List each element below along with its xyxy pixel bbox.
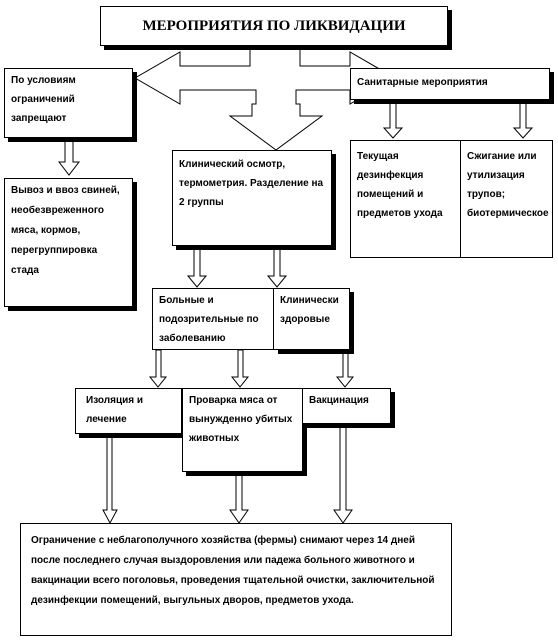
arrow-meat-final <box>229 472 249 524</box>
arrow-center-down-2 <box>266 247 288 288</box>
sick-group-box: Больные и подозрительные по заболеванию <box>152 288 274 350</box>
arrow-healthy-vaccination <box>335 349 355 388</box>
arrow-isolation-final <box>102 434 118 525</box>
carcass-disposal-box: Сжигание или утилизация трупов; биотерми… <box>460 140 553 258</box>
arrow-center-down-1 <box>186 247 208 288</box>
arrow-sick-meat <box>230 349 250 388</box>
arrow-right-down-2 <box>512 102 534 139</box>
clinical-exam-box: Клинический осмотр, термометрия. Разделе… <box>172 150 332 246</box>
isolation-box: Изоляция и лечение <box>75 388 182 434</box>
healthy-group-box: Клинически здоровые <box>274 288 350 350</box>
page-title: МЕРОПРИЯТИЯ ПО ЛИКВИДАЦИИ <box>100 6 448 46</box>
arrow-vaccination-final <box>333 424 353 524</box>
arrow-left-down <box>57 138 81 176</box>
arrow-right-down-1 <box>382 102 404 139</box>
sanitary-heading: Санитарные мероприятия <box>350 68 550 100</box>
restrictions-detail: Вывоз и ввоз свиней, необезвреженного мя… <box>4 178 133 307</box>
conclusion-box: Ограничение с неблагополучного хозяйства… <box>20 523 452 636</box>
triple-arrow <box>134 47 396 151</box>
restrictions-heading: По условиям ограничений запрещают <box>4 68 133 138</box>
meat-check-box: Проварка мяса от вынужденно убитых живот… <box>182 388 303 472</box>
arrow-sick-isolation <box>148 349 168 388</box>
vaccination-box: Вакцинация <box>303 388 391 424</box>
disinfection-box: Текущая дезинфекция помещений и предмето… <box>350 140 460 258</box>
